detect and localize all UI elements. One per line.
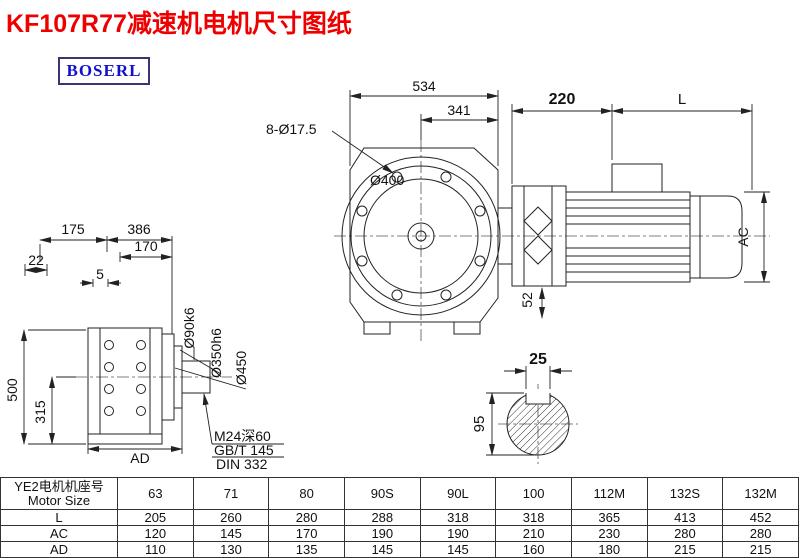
flange-outer-circle [341, 156, 501, 316]
value-cell: 190 [419, 525, 497, 542]
side-bolt-holes [104, 340, 146, 416]
value-cell: 260 [192, 509, 270, 526]
size-header-cell: 100 [495, 477, 572, 510]
dim-386-label: 386 [127, 221, 151, 237]
dim-350h6-label: Ø350h6 [208, 328, 224, 378]
row-label-cell: AC [0, 525, 118, 542]
side-view-dimensions [21, 236, 284, 458]
fan-cover [689, 195, 743, 279]
size-header-cell: 71 [192, 477, 270, 510]
value-cell: 135 [268, 541, 345, 558]
dim-170-label: 170 [134, 238, 158, 254]
value-cell: 215 [722, 541, 799, 558]
value-cell: 280 [268, 509, 345, 526]
value-cell: 160 [495, 541, 572, 558]
value-cell: 120 [117, 525, 194, 542]
tap-note-line3: DIN 332 [216, 456, 268, 472]
size-header-cell: 112M [570, 477, 648, 510]
tap-note-line2: GB/T 145 [214, 442, 274, 458]
value-cell: 110 [117, 541, 194, 558]
motor-size-table: YE2电机机座号 Motor Size 63 71 80 90S 90L 100… [0, 477, 799, 558]
value-cell: 180 [570, 541, 648, 558]
terminal-box [611, 163, 663, 193]
page-title: KF107R77减速机电机尺寸图纸 [6, 10, 352, 38]
shaft-cross-section: 25 95 [471, 351, 572, 456]
dim-AC-label: AC [735, 227, 751, 246]
table-row-AC: AC 120 145 170 190 190 210 230 280 280 [0, 525, 799, 542]
mounting-feet [363, 322, 481, 335]
dim-52-label: 52 [519, 292, 535, 308]
row-label-cell: AD [0, 541, 118, 558]
dim-L-label: L [678, 91, 686, 108]
value-cell: 230 [570, 525, 648, 542]
value-cell: 145 [419, 541, 497, 558]
value-cell: 205 [117, 509, 194, 526]
technical-drawing: 534 341 8-Ø17.5 Ø400 220 L AC 52 [4, 78, 770, 472]
boserl-logo: BOSERL [58, 57, 150, 85]
value-cell: 210 [495, 525, 572, 542]
dim-90k6-label: Ø90k6 [181, 307, 197, 348]
row-label-cell: L [0, 509, 118, 526]
size-header-cell: 80 [268, 477, 345, 510]
value-cell: 190 [343, 525, 421, 542]
dim-25-label: 25 [529, 351, 547, 368]
tap-note-line1: M24深60 [214, 428, 271, 444]
front-view-dim-labels: 534 341 8-Ø17.5 Ø400 220 L AC 52 [266, 78, 751, 308]
value-cell: 280 [722, 525, 799, 542]
dim-341-label: 341 [447, 102, 471, 118]
header-label-cn: YE2电机机座号 [14, 478, 104, 494]
size-header-cell: 132S [646, 477, 724, 510]
value-cell: 413 [646, 509, 724, 526]
center-lines [75, 140, 770, 464]
bolt-pattern-note: 8-Ø17.5 [266, 121, 317, 137]
size-header-cell: 90L [419, 477, 497, 510]
header-label-en: Motor Size [27, 492, 91, 508]
size-header-cell: 90S [343, 477, 421, 510]
dim-315-label: 315 [32, 400, 48, 424]
table-row-L: L 205 260 280 288 318 318 365 413 452 [0, 509, 799, 526]
table-header-label: YE2电机机座号 Motor Size [0, 477, 118, 510]
dim-175-label: 175 [61, 221, 85, 237]
value-cell: 452 [722, 509, 799, 526]
motor-side-profile [497, 163, 743, 287]
output-shaft [181, 360, 211, 394]
value-cell: 318 [419, 509, 497, 526]
front-view-dimensions [331, 90, 770, 319]
value-cell: 130 [192, 541, 270, 558]
value-cell: 280 [646, 525, 724, 542]
dim-220-label: 220 [549, 91, 576, 108]
value-cell: 170 [268, 525, 345, 542]
dim-AD-label: AD [130, 450, 149, 466]
dim-450-label: Ø450 [233, 351, 249, 385]
gearbox-front-view [341, 147, 501, 335]
cooling-fins [566, 199, 690, 273]
coupling-symbol [523, 206, 553, 265]
dim-400-label: Ø400 [370, 172, 404, 188]
size-header-cell: 132M [722, 477, 799, 510]
side-view-dim-labels: 175 386 170 22 5 500 315 Ø90k6 Ø350h6 Ø4… [4, 221, 274, 472]
dim-534-label: 534 [412, 78, 436, 94]
value-cell: 145 [192, 525, 270, 542]
value-cell: 288 [343, 509, 421, 526]
table-row-AD: AD 110 130 135 145 145 160 180 215 215 [0, 541, 799, 558]
dim-95-label: 95 [471, 416, 488, 433]
dim-500-label: 500 [4, 378, 20, 402]
motor-body [565, 191, 691, 283]
bolt-holes [356, 171, 486, 301]
keyway [525, 393, 551, 405]
dim-5-label: 5 [96, 266, 104, 282]
value-cell: 318 [495, 509, 572, 526]
value-cell: 145 [343, 541, 421, 558]
value-cell: 215 [646, 541, 724, 558]
dim-22-label: 22 [28, 252, 44, 268]
housing-side [87, 327, 163, 435]
size-header-cell: 63 [117, 477, 194, 510]
table-header-row: YE2电机机座号 Motor Size 63 71 80 90S 90L 100… [0, 477, 799, 510]
value-cell: 365 [570, 509, 648, 526]
